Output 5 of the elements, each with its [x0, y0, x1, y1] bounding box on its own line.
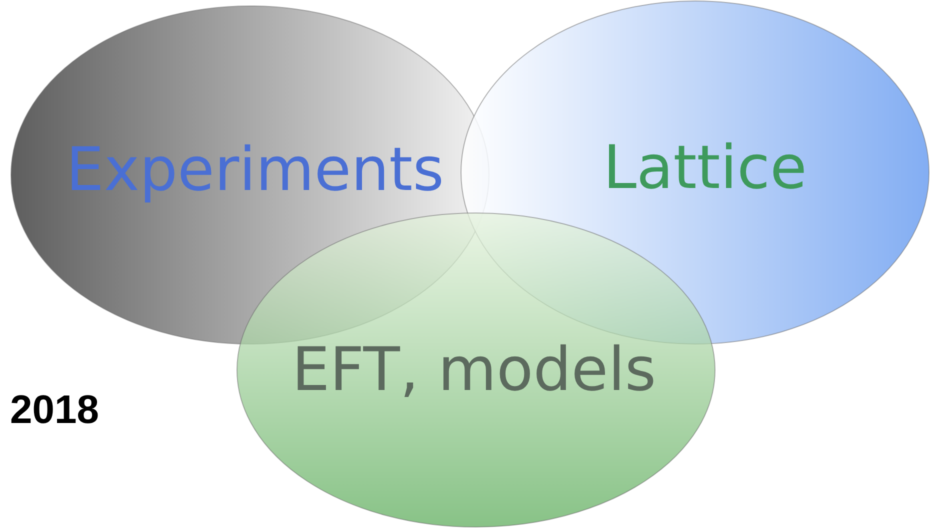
set-label: EFT, models: [292, 335, 656, 405]
set-label: Lattice: [603, 133, 807, 203]
venn-ellipse: [236, 212, 716, 528]
year-label: 2018: [10, 388, 99, 433]
set-label: Experiments: [66, 135, 444, 205]
